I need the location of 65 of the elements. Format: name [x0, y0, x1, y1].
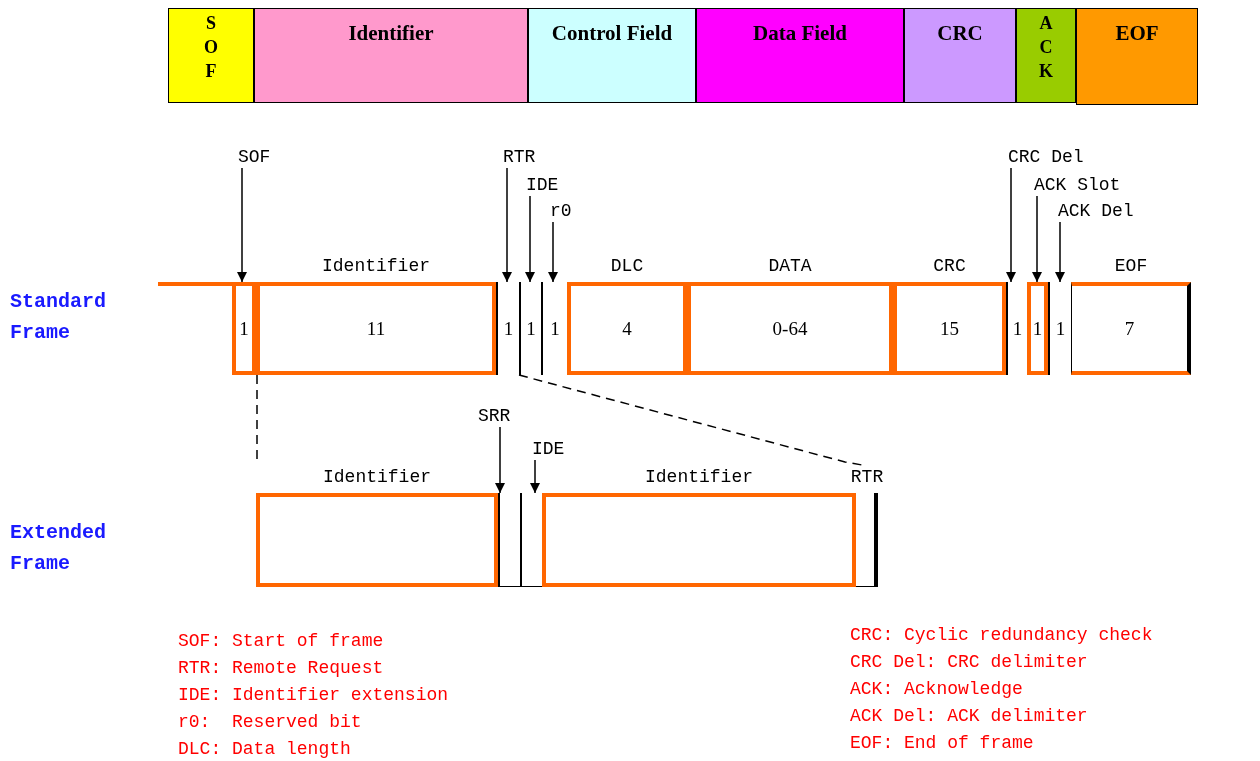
arrow	[1055, 221, 1065, 283]
field-name: IDE	[532, 438, 565, 460]
field-name: SOF	[238, 146, 271, 168]
field-name: RTR	[503, 146, 536, 168]
row-label: Extended Frame	[10, 520, 107, 577]
bit-count: 1	[1055, 317, 1066, 340]
field-label: CRC	[937, 21, 983, 47]
legend-entry: DLC: Data length	[178, 738, 351, 761]
field-name: CRC Del	[1008, 146, 1084, 168]
bit-count: 1	[503, 317, 514, 340]
arrow	[525, 195, 535, 283]
field-name: ACK Slot	[1034, 174, 1121, 196]
legend-entry: SOF: Start of frame	[178, 630, 384, 653]
field-name: Identifier	[321, 255, 431, 278]
field-name: DLC	[609, 255, 645, 278]
row-label: Standard Frame	[10, 289, 107, 346]
bit-count: 11	[366, 317, 386, 340]
arrow	[548, 221, 558, 283]
arrow	[1006, 167, 1016, 283]
connector-line	[518, 374, 863, 466]
frame-field	[1016, 8, 1076, 103]
field-label: SOF	[204, 12, 218, 83]
field-name: Identifier	[644, 466, 754, 489]
frame-field	[904, 8, 1016, 103]
field-name: r0	[550, 200, 572, 222]
arrow	[495, 426, 505, 494]
field-name: DATA	[767, 255, 813, 278]
legend-entry: CRC Del: CRC delimiter	[850, 651, 1088, 674]
frame-field	[696, 8, 904, 103]
field-name: CRC	[932, 255, 967, 278]
field-label: Identifier	[348, 21, 434, 47]
legend-entry: ACK: Acknowledge	[850, 678, 1023, 701]
field-name: Identifier	[322, 466, 432, 489]
arrow	[502, 167, 512, 283]
legend-entry: RTR: Remote Request	[178, 657, 384, 680]
legend-entry: IDE: Identifier extension	[178, 684, 449, 707]
field-name: SRR	[478, 405, 511, 427]
legend-entry: r0: Reserved bit	[178, 711, 362, 734]
bit-count: 0-64	[772, 317, 808, 340]
field-label: Control Field	[551, 21, 673, 47]
field-label: EOF	[1115, 21, 1159, 47]
bit-count: 1	[1012, 317, 1023, 340]
frame-field	[528, 8, 696, 103]
bit-count: 15	[940, 317, 959, 340]
legend-entry: ACK Del: ACK delimiter	[850, 705, 1088, 728]
field-name: RTR	[849, 466, 885, 489]
frame-field	[254, 8, 528, 103]
bit-count: 1	[550, 317, 560, 340]
bit-count: 1	[239, 317, 249, 340]
field-name: IDE	[526, 174, 559, 196]
bit-count: 1	[526, 317, 536, 340]
arrow	[1032, 195, 1042, 283]
bit-count: 4	[622, 317, 632, 340]
field-label: ACK	[1039, 12, 1053, 83]
arrow	[530, 459, 540, 494]
legend-entry: CRC: Cyclic redundancy check	[850, 624, 1153, 647]
field-name: EOF	[1113, 255, 1149, 278]
frame-field	[168, 8, 254, 103]
arrow	[237, 167, 247, 283]
field-name: ACK Del	[1058, 200, 1134, 222]
bit-count: 1	[1032, 317, 1043, 340]
bit-count: 7	[1124, 317, 1135, 340]
frame-field	[1076, 8, 1198, 105]
field-label: Data Field	[753, 21, 847, 47]
legend-entry: EOF: End of frame	[850, 732, 1034, 755]
